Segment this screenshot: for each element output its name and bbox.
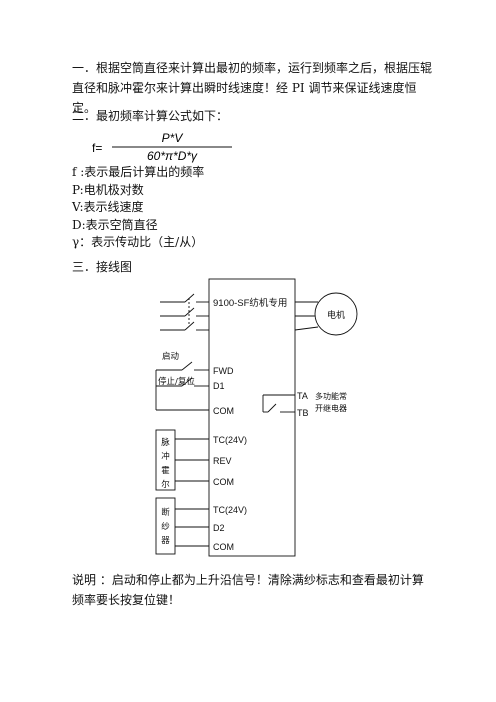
relay-label-line-2: 开继电器 — [315, 403, 347, 413]
terminal-com-2: COM — [213, 477, 234, 487]
terminal-com-3: COM — [213, 542, 234, 552]
stop-reset-label: 停止/复位 — [158, 376, 195, 387]
section-2-heading: 二．最初频率计算公式如下： — [72, 109, 229, 123]
yarn-break-char-2: 纱 — [161, 522, 170, 532]
note-text: 说明 ：启动和停止都为上升沿信号！清除满纱标志和查看最初计算频率要长按复位键！ — [72, 573, 424, 607]
definition-d: D:表示空筒直径 — [72, 217, 158, 232]
yarn-break-char-3: 器 — [161, 536, 170, 546]
frequency-formula: f= P*V 60*π*D*γ — [92, 131, 232, 163]
variable-definitions: f :表示最后计算出的频率 P:电机极对数 V:表示线速度 D:表示空筒直径 γ… — [72, 164, 204, 252]
section-1-text: 一．根据空筒直径来计算出最初的频率，运行到频率之后，根据压辊直径和脉冲霍尔来计算… — [72, 61, 433, 115]
relay-label-line-1: 多功能常 — [315, 391, 347, 401]
motor-circle — [314, 292, 358, 336]
section-3-heading: 三．接线图 — [72, 260, 133, 274]
terminal-tc-2: TC(24V) — [213, 505, 247, 515]
formula-denominator: 60*π*D*γ — [147, 149, 198, 163]
terminal-ta: TA — [297, 391, 308, 401]
definition-v: V:表示线速度 — [72, 200, 144, 215]
definition-gamma: γ：表示传动比（主/从） — [72, 235, 204, 250]
pulse-hall-char-3: 霍 — [161, 466, 170, 476]
controller-box — [208, 278, 296, 557]
terminal-d2: D2 — [213, 523, 225, 533]
terminal-d1: D1 — [213, 381, 225, 391]
motor-label: 电机 — [327, 309, 345, 321]
pulse-hall-char-2: 冲 — [161, 451, 170, 462]
controller-label: 9100-SF纺机专用 — [213, 297, 287, 309]
pulse-hall-char-4: 尔 — [161, 479, 170, 490]
definition-f: f :表示最后计算出的频率 — [72, 165, 205, 179]
formula-numerator: P*V — [162, 131, 184, 145]
yarn-break-char-1: 断 — [161, 507, 170, 518]
definition-p: P:电机极对数 — [72, 182, 144, 197]
terminal-com-1: COM — [213, 406, 234, 416]
yarn-break-block — [155, 497, 176, 555]
terminal-tc-1: TC(24V) — [213, 435, 247, 445]
terminal-tb: TB — [297, 408, 309, 418]
formula-lhs: f= — [92, 141, 102, 155]
pulse-hall-char-1: 脉 — [161, 437, 170, 448]
terminal-rev: REV — [213, 456, 232, 466]
start-label: 启动 — [162, 351, 180, 362]
terminal-fwd: FWD — [213, 366, 234, 376]
